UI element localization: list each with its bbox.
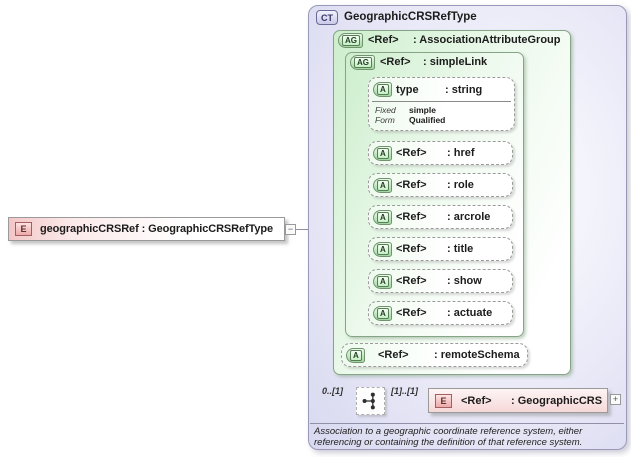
simplelink-label: : simpleLink	[423, 56, 488, 68]
expand-handle[interactable]: +	[610, 394, 621, 405]
collapse-handle[interactable]: −	[285, 224, 296, 235]
sequence-compositor	[356, 387, 385, 415]
annotation-text: Association to a geographic coordinate r…	[314, 426, 582, 448]
element-label: geographicCRSRef : GeographicCRSRefType	[40, 223, 274, 235]
attribute-group-badge: AG	[338, 33, 363, 48]
attribute-group-ref: <Ref>	[368, 34, 399, 46]
badge-text: A	[377, 212, 389, 223]
attribute-badge: A	[373, 274, 392, 289]
element-ref: <Ref>	[461, 395, 492, 407]
badge-text: A	[350, 350, 362, 361]
annotation-divider	[310, 423, 624, 424]
attribute-label: : role	[447, 179, 474, 191]
attribute-arcrole[interactable]: A <Ref> : arcrole	[368, 205, 513, 229]
attribute-ref: <Ref>	[396, 275, 427, 287]
collapse-icon: −	[287, 224, 294, 234]
attribute-label: : remoteSchema	[434, 349, 520, 361]
attribute-show[interactable]: A <Ref> : show	[368, 269, 513, 293]
attribute-remoteschema[interactable]: A <Ref> : remoteSchema	[341, 343, 528, 367]
attribute-ref: <Ref>	[396, 179, 427, 191]
fact-value: Qualified	[409, 115, 446, 125]
badge-text: A	[377, 84, 389, 95]
attribute-badge: A	[373, 146, 392, 161]
badge-text: A	[377, 148, 389, 159]
attribute-badge: A	[373, 210, 392, 225]
attribute-label: : arcrole	[447, 211, 491, 223]
fact-key: Form	[375, 115, 395, 125]
annotation-line: referencing or containing the definition…	[314, 437, 583, 448]
annotation-line: Association to a geographic coordinate r…	[314, 426, 583, 437]
attribute-label: : href	[447, 147, 475, 159]
attribute-group-badge: AG	[350, 55, 375, 70]
sequence-icon	[362, 392, 375, 410]
attribute-ref: <Ref>	[396, 211, 427, 223]
attribute-label: : show	[447, 275, 482, 287]
attribute-ref: <Ref>	[378, 349, 409, 361]
facts-divider	[372, 101, 511, 102]
fact-value: simple	[409, 105, 436, 115]
element-label: : GeographicCRS	[511, 395, 603, 407]
attribute-name: type	[396, 84, 419, 96]
attribute-datatype: : string	[445, 84, 483, 96]
badge-text: A	[377, 180, 389, 191]
attribute-ref: <Ref>	[396, 147, 427, 159]
attribute-title[interactable]: A <Ref> : title	[368, 237, 513, 261]
attribute-badge: A	[373, 242, 392, 257]
expand-icon: +	[612, 394, 619, 404]
element-geographiccrs[interactable]: E <Ref> : GeographicCRS	[428, 388, 608, 413]
element-badge: E	[435, 394, 452, 408]
element-badge: E	[15, 222, 32, 236]
complex-type-title: GeographicCRSRefType	[344, 11, 477, 23]
attribute-ref: <Ref>	[396, 307, 427, 319]
badge-text: A	[377, 308, 389, 319]
badge-text: AG	[354, 57, 372, 68]
attribute-actuate[interactable]: A <Ref> : actuate	[368, 301, 513, 325]
badge-text: A	[377, 244, 389, 255]
badge-text: AG	[342, 35, 360, 46]
attribute-badge: A	[373, 178, 392, 193]
attribute-ref: <Ref>	[396, 243, 427, 255]
attribute-type[interactable]: A type : string Fixed simple Form Qualif…	[368, 77, 515, 131]
attribute-label: : actuate	[447, 307, 493, 319]
simplelink-ref: <Ref>	[380, 56, 411, 68]
attribute-badge: A	[346, 348, 365, 363]
attribute-group-label: : AssociationAttributeGroup	[413, 34, 561, 46]
attribute-badge: A	[373, 82, 392, 97]
attribute-role[interactable]: A <Ref> : role	[368, 173, 513, 197]
cardinality-right: [1]..[1]	[391, 386, 418, 396]
attribute-href[interactable]: A <Ref> : href	[368, 141, 513, 165]
attribute-label: : title	[447, 243, 474, 255]
element-geographicCRSRef[interactable]: E geographicCRSRef : GeographicCRSRefTyp…	[8, 217, 285, 241]
badge-text: A	[377, 276, 389, 287]
fact-key: Fixed	[375, 105, 396, 115]
cardinality-left: 0..[1]	[322, 386, 344, 396]
attribute-badge: A	[373, 306, 392, 321]
complex-type-badge: CT	[316, 10, 338, 25]
